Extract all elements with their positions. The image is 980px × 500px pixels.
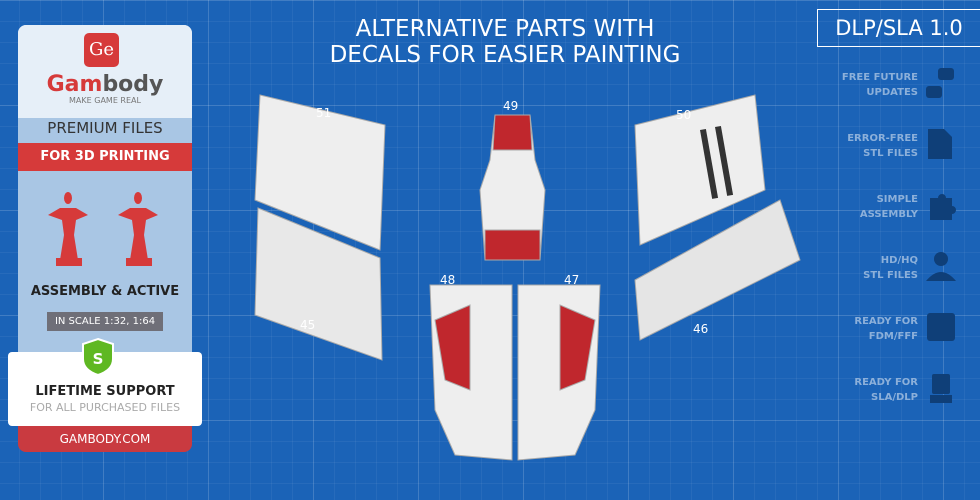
parts-render	[254, 94, 801, 461]
assembly-label: ASSEMBLY & ACTIVE	[30, 284, 180, 299]
part-47	[517, 284, 601, 461]
part-label: 48	[440, 273, 456, 287]
premium-label: PREMIUM FILES	[47, 119, 163, 137]
version-badge: DLP/SLA 1.0	[817, 9, 980, 47]
part-label: 49	[503, 99, 519, 113]
part-51	[254, 94, 386, 251]
part-46	[634, 199, 801, 341]
svg-text:S: S	[93, 350, 104, 368]
support-subtitle: FOR ALL PURCHASED FILES	[29, 401, 181, 414]
tagline: MAKE GAME REAL	[69, 96, 141, 105]
part-48	[429, 284, 513, 461]
figure-icon	[926, 252, 956, 281]
shield-icon: S	[82, 337, 114, 377]
part-label: 46	[693, 322, 709, 336]
gambody-logo-mark: Ge	[84, 33, 119, 67]
brand-gray: body	[102, 72, 164, 97]
printing-banner: FOR 3D PRINTING	[18, 143, 192, 171]
brand-name: Gambody	[18, 72, 192, 97]
fdm-printer-icon	[927, 313, 955, 341]
file-check-icon	[928, 129, 952, 159]
part-label: 51	[316, 106, 332, 120]
brand-red: Gam	[46, 72, 103, 97]
part-45	[254, 207, 383, 361]
updates-icon	[926, 68, 954, 98]
promo-card: Ge Gambody MAKE GAME REAL PREMIUM FILES …	[8, 25, 202, 452]
sla-printer-icon	[930, 374, 952, 403]
site-link[interactable]: GAMBODY.COM	[18, 426, 192, 452]
figure-illustration	[48, 192, 158, 266]
part-50	[634, 94, 766, 246]
puzzle-icon	[930, 194, 956, 220]
part-label: 47	[564, 273, 580, 287]
scale-badge: IN SCALE 1:32, 1:64	[47, 312, 163, 331]
support-box: S LIFETIME SUPPORT FOR ALL PURCHASED FIL…	[8, 337, 202, 426]
support-title: LIFETIME SUPPORT	[35, 384, 175, 399]
part-label: 50	[676, 108, 692, 122]
part-label: 45	[300, 318, 316, 332]
